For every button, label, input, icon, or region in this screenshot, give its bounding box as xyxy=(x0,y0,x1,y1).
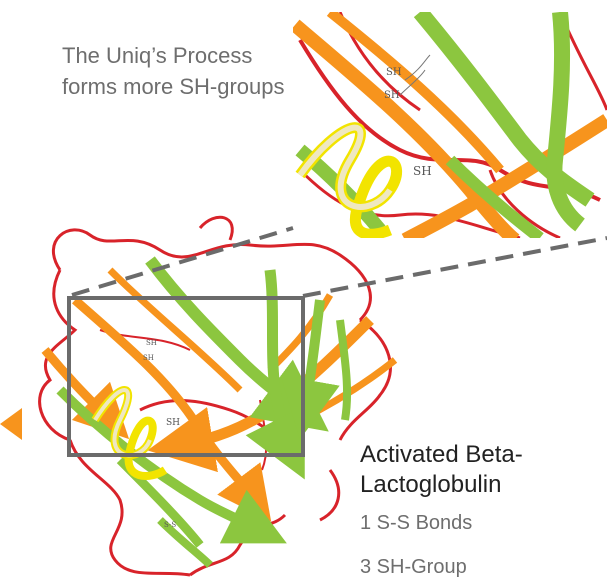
zoom-sh-label-3: SH xyxy=(413,164,432,178)
protein-ss-label: S-S xyxy=(164,521,176,529)
ss-bonds-stat: 1 S-S Bonds xyxy=(360,512,473,534)
connector-line-left xyxy=(71,226,294,297)
protein-sh-label-1: SH xyxy=(146,339,157,347)
connector-line-right xyxy=(302,236,607,298)
protein-sh-label-3: SH xyxy=(166,418,180,428)
zoom-frame xyxy=(67,296,305,457)
zoom-sh-label-1: SH xyxy=(386,67,402,78)
sh-groups-stat: 3 SH-Group xyxy=(360,556,467,578)
protein-title: Activated Beta-Lactoglobulin xyxy=(360,441,523,498)
zoom-inset: SH SH SH xyxy=(293,12,607,238)
zoom-caption: The Uniq’s Process forms more SH-groups xyxy=(62,43,285,99)
zoom-sh-label-2: SH xyxy=(384,90,400,101)
protein-sh-label-2: SH xyxy=(143,354,154,362)
pointer-arrow-icon xyxy=(0,408,22,440)
protein-structure: SH SH SH S-S xyxy=(38,215,398,577)
